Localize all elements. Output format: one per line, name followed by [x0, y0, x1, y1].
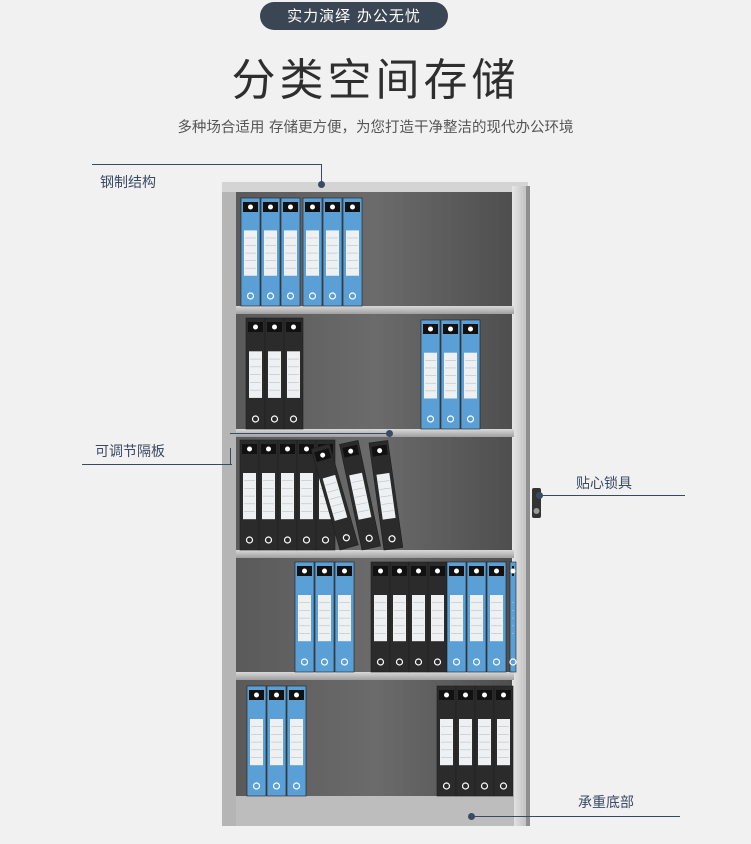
binder	[302, 197, 323, 307]
binder	[493, 685, 514, 797]
callout-base-label: 承重底部	[578, 795, 634, 811]
door-edge	[526, 186, 530, 826]
binder	[427, 561, 448, 673]
binder	[283, 317, 304, 430]
binder	[314, 561, 335, 673]
header-badge: 实力演绎 办公无忧	[260, 2, 448, 30]
page-subtitle: 多种场合适用 存储更方便，为您打造干净整洁的现代办公环境	[177, 120, 574, 136]
binder	[339, 440, 381, 551]
binder	[368, 440, 404, 551]
callout-steel-line	[92, 164, 322, 165]
callout-shelf-line-diag	[230, 448, 231, 465]
binder	[460, 319, 481, 430]
callout-base-line	[472, 816, 680, 817]
binder	[486, 561, 507, 673]
binder	[245, 317, 266, 430]
binder	[334, 561, 355, 673]
binder	[264, 317, 285, 430]
binder	[455, 685, 476, 797]
cabinet-base	[236, 796, 514, 826]
binder	[240, 197, 261, 307]
binder	[466, 561, 487, 673]
binder	[446, 561, 467, 673]
shelf-4	[236, 672, 514, 680]
binder	[474, 685, 495, 797]
callout-shelf-line-h2	[230, 433, 390, 434]
binder	[342, 197, 363, 307]
callout-steel-dot	[318, 181, 325, 188]
binder	[509, 561, 517, 673]
binder	[310, 443, 359, 551]
cabinet-door	[512, 186, 528, 826]
callout-steel-line-v	[321, 164, 322, 184]
callout-shelf-dot	[386, 430, 393, 437]
callout-shelf-label: 可调节隔板	[95, 444, 165, 460]
binder	[440, 319, 461, 430]
binder	[420, 319, 441, 430]
binder	[408, 561, 429, 673]
cabinet-side-left	[222, 182, 236, 826]
binder	[296, 439, 317, 551]
cabinet-top	[222, 182, 528, 192]
callout-lock-line	[540, 495, 685, 496]
shelf-1	[236, 306, 514, 314]
binder	[280, 197, 301, 307]
callout-base-dot	[468, 813, 475, 820]
callout-lock-dot	[536, 492, 543, 499]
binder	[436, 685, 457, 797]
binder	[286, 685, 307, 797]
binder	[258, 439, 279, 551]
binder	[294, 561, 315, 673]
page-title: 分类空间存储	[231, 55, 520, 106]
binder	[389, 561, 410, 673]
binder	[277, 439, 298, 551]
binder	[246, 685, 267, 797]
binder	[266, 685, 287, 797]
callout-steel-label: 钢制结构	[100, 175, 156, 191]
shelf-3	[236, 550, 514, 558]
binder-group	[239, 197, 517, 797]
binder	[239, 439, 260, 551]
binder	[370, 561, 391, 673]
callout-shelf-line	[82, 464, 232, 465]
binder	[260, 197, 281, 307]
callout-lock-label: 贴心锁具	[576, 476, 632, 492]
binder	[322, 197, 343, 307]
